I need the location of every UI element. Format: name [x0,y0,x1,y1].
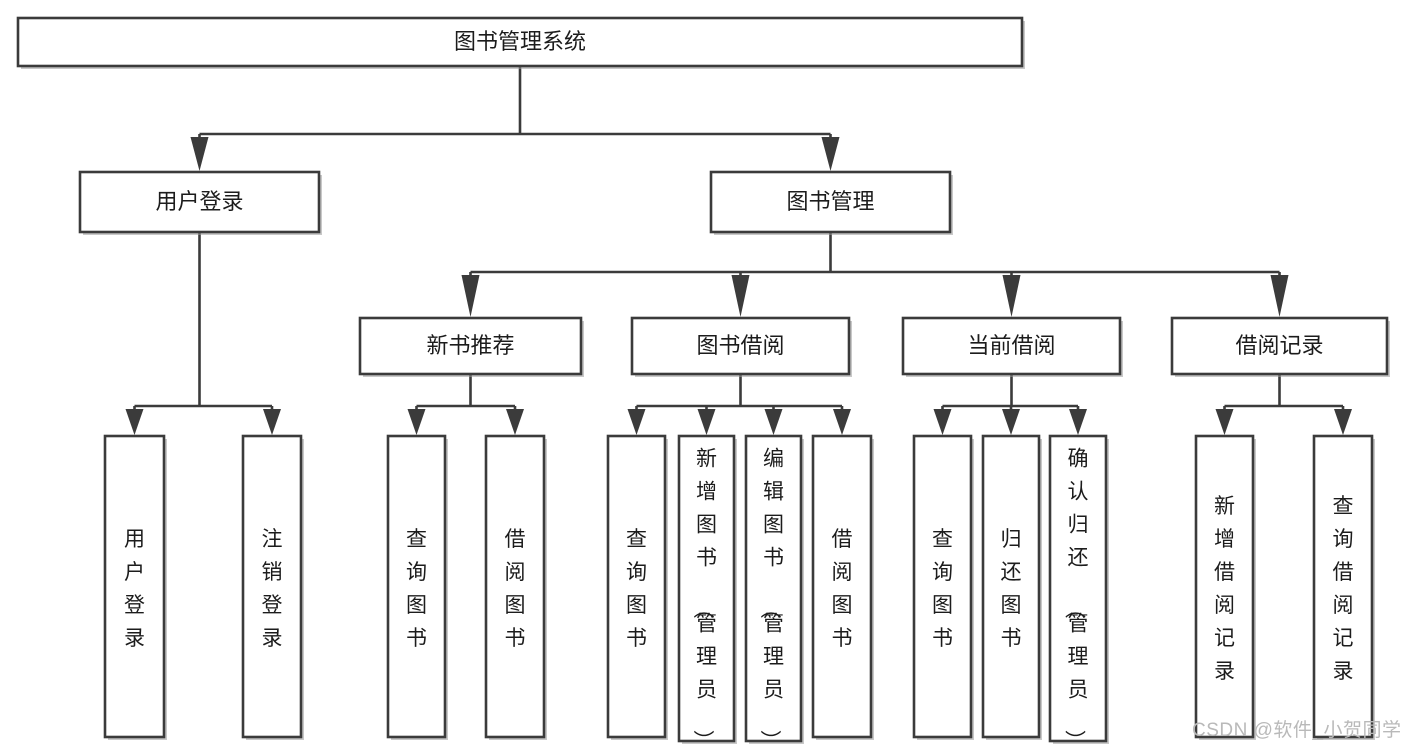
node-box [709,170,952,234]
arrow-head-icon [461,275,480,317]
node-label: 查询借阅记录 [1333,495,1354,683]
node-leaf-confirm-return-admin[interactable]: 确认归还（管理员） [1048,434,1109,747]
node-leaf-user-login[interactable]: 用户登录 [103,434,167,740]
node-label: 图书管理系统 [454,29,586,54]
node-label: 查询图书 [626,528,647,650]
arrow-head-icon [1334,409,1352,435]
arrow-head-icon [933,409,952,435]
node-box [981,434,1041,739]
arrow-head-icon [1215,409,1234,435]
node-box [744,434,803,743]
node-box [1048,434,1108,743]
node-label: 图书管理 [786,189,874,214]
arrow-head-icon [731,275,750,317]
node-label: 查询图书 [932,528,953,650]
node-label: 用户登录 [155,189,243,214]
arrow-head-icon [1002,409,1020,435]
node-box [912,434,973,739]
node-label: 确认归还（管理员） [1063,448,1089,747]
node-label: 借阅图书 [832,528,853,650]
arrow-head-icon [1270,275,1289,317]
node-label: 编辑图书（管理员） [758,448,784,747]
arrow-head-icon [764,409,783,435]
node-borrow-record[interactable]: 借阅记录 [1170,316,1390,377]
arrow-head-icon [821,137,840,171]
arrow-head-icon [263,409,281,435]
node-user-login[interactable]: 用户登录 [78,170,322,235]
node-leaf-borrow-book-1[interactable]: 借阅图书 [484,434,547,740]
node-label: 归还图书 [1001,528,1022,650]
arrow-head-icon [125,409,144,435]
node-leaf-add-borrow-record[interactable]: 新增借阅记录 [1194,434,1256,740]
node-leaf-edit-book-admin[interactable]: 编辑图书（管理员） [744,434,804,747]
node-leaf-logout[interactable]: 注销登录 [241,434,304,740]
node-label: 注销登录 [262,528,283,650]
node-new-book-rec[interactable]: 新书推荐 [358,316,584,377]
node-box [386,434,447,739]
arrow-head-icon [190,137,209,171]
node-layer: 图书管理系统用户登录图书管理新书推荐图书借阅当前借阅借阅记录用户登录注销登录查询… [16,16,1390,747]
node-box [358,316,583,376]
node-box [1194,434,1255,739]
node-leaf-query-book-2[interactable]: 查询图书 [606,434,668,740]
node-box [630,316,851,376]
node-label: 查询图书 [406,528,427,650]
node-label: 新增图书（管理员） [691,448,717,747]
node-box [16,16,1024,68]
node-label: 新书推荐 [426,333,514,358]
arrow-head-icon [1069,409,1087,435]
node-root[interactable]: 图书管理系统 [16,16,1025,69]
node-leaf-return-book[interactable]: 归还图书 [981,434,1042,740]
node-box [1312,434,1374,739]
node-book-borrow[interactable]: 图书借阅 [630,316,852,377]
node-current-borrow[interactable]: 当前借阅 [901,316,1123,377]
node-box [103,434,166,739]
node-box [811,434,873,739]
node-label: 当前借阅 [967,333,1055,358]
arrow-head-icon [1002,275,1021,317]
node-leaf-query-book-3[interactable]: 查询图书 [912,434,974,740]
node-box [677,434,736,743]
node-box [484,434,546,739]
arrow-head-icon [506,409,524,435]
node-book-manage[interactable]: 图书管理 [709,170,953,235]
node-box [606,434,667,739]
node-leaf-query-borrow-record[interactable]: 查询借阅记录 [1312,434,1375,740]
node-box [78,170,321,234]
node-label: 图书借阅 [696,333,784,358]
arrow-head-icon [833,409,851,435]
node-leaf-query-book-1[interactable]: 查询图书 [386,434,448,740]
node-box [901,316,1122,376]
arrow-head-icon [627,409,646,435]
node-label: 借阅记录 [1235,333,1323,358]
node-box [1170,316,1389,376]
connector-layer [125,66,1352,435]
node-label: 新增借阅记录 [1214,495,1235,683]
arrow-head-icon [407,409,426,435]
node-label: 借阅图书 [505,528,526,650]
arrow-head-icon [697,409,716,435]
node-leaf-borrow-book-2[interactable]: 借阅图书 [811,434,874,740]
node-box [241,434,303,739]
node-leaf-add-book-admin[interactable]: 新增图书（管理员） [677,434,737,747]
node-label: 用户登录 [124,528,145,650]
